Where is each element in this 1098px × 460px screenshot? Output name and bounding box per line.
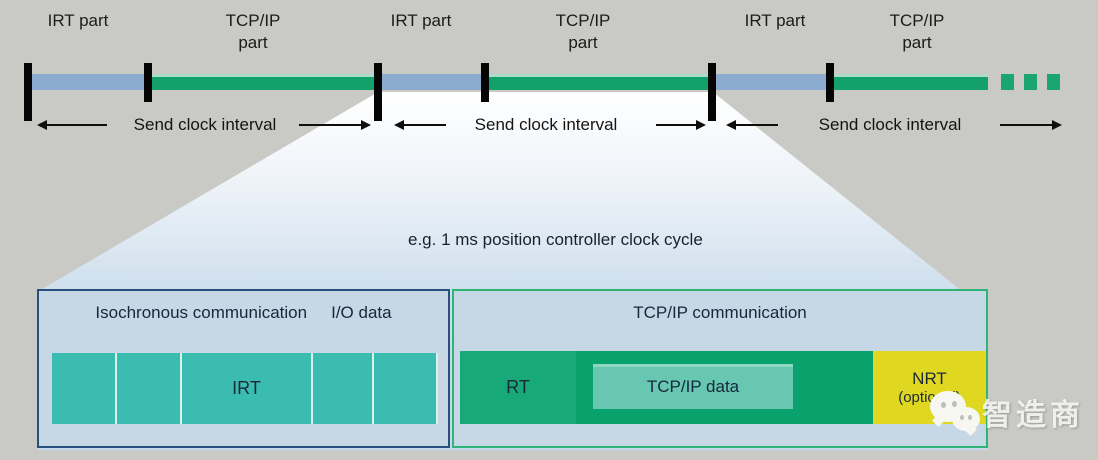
irt-part-label: IRT part [390, 11, 452, 30]
tcpip-part-line2: part [238, 33, 268, 52]
irt-cell [117, 353, 180, 424]
irt-cell [52, 353, 115, 424]
wechat-icon-eye [960, 415, 964, 420]
clock-cycle-note: e.g. 1 ms position controller clock cycl… [408, 230, 703, 249]
watermark-text: 智造商 [982, 399, 1084, 432]
tcpip-part-line2: part [568, 33, 598, 52]
continuation-dash-icon [1024, 74, 1037, 90]
part-boundary-tick [144, 63, 152, 102]
tcpip-bar-segment-2 [484, 74, 709, 90]
part-boundary-tick [481, 63, 489, 102]
irt-bar-segment-2 [382, 74, 484, 90]
irt-cell [313, 353, 372, 424]
tcpip-communication-box: TCP/IP communication RT TCP/IP data NRT … [452, 289, 988, 448]
isochronous-communication-box: Isochronous communication I/O data IRT [37, 289, 450, 448]
arrow-left-icon [394, 120, 446, 130]
irt-frame-cells: IRT [52, 353, 438, 424]
send-clock-interval-label: Send clock interval [133, 115, 277, 134]
tcpip-part-label: TCP/IP part [556, 10, 611, 54]
isochronous-box-title: Isochronous communication I/O data [39, 303, 448, 323]
arrow-right-icon [656, 120, 706, 130]
interval-boundary-tick [374, 63, 382, 121]
irt-cell-labeled: IRT [182, 353, 311, 424]
interval-boundary-tick [708, 63, 716, 121]
irt-bar-segment-3 [716, 74, 828, 90]
rt-segment: RT [460, 351, 576, 424]
irt-label: IRT [232, 378, 261, 398]
tcpip-phase-bar: RT TCP/IP data NRT (optional) [460, 351, 986, 424]
part-boundary-tick [826, 63, 834, 102]
continuation-dash-icon [1001, 74, 1014, 90]
send-clock-interval-label: Send clock interval [474, 115, 618, 134]
tcpip-part-line2: part [902, 33, 932, 52]
wechat-icon-eye [941, 402, 946, 408]
tcpip-bar-segment-1 [148, 74, 376, 90]
tcpip-part-label: TCP/IP part [890, 10, 945, 54]
io-data-title-text: I/O data [331, 303, 392, 322]
watermark: 智造商 [928, 388, 1098, 440]
interval-boundary-tick [24, 63, 32, 121]
arrow-left-icon [726, 120, 778, 130]
wechat-icon-eye [952, 401, 957, 407]
tcpip-box-title: TCP/IP communication [633, 303, 807, 322]
wechat-icon-eye [968, 415, 972, 420]
nrt-label: NRT [912, 369, 947, 388]
arrow-right-icon [1000, 120, 1062, 130]
irt-cell [374, 353, 436, 424]
send-clock-interval-label: Send clock interval [818, 115, 962, 134]
irt-part-label: IRT part [47, 11, 109, 30]
continuation-dash-icon [1047, 74, 1060, 90]
irt-part-label: IRT part [744, 11, 806, 30]
arrow-right-icon [299, 120, 371, 130]
tcpip-part-line1: TCP/IP [889, 11, 945, 30]
tcpip-data-block: TCP/IP data [593, 364, 793, 409]
arrow-left-icon [37, 120, 107, 130]
irt-bar-segment-1 [30, 74, 145, 90]
wechat-icon-small-bubble [952, 407, 980, 431]
tcpip-bar-segment-3 [830, 74, 988, 90]
tcpip-segment: TCP/IP data [576, 351, 873, 424]
tcpip-part-label: TCP/IP part [226, 10, 281, 54]
tcpip-part-line1: TCP/IP [555, 11, 611, 30]
isochronous-title-text: Isochronous communication [95, 303, 308, 322]
tcpip-part-line1: TCP/IP [225, 11, 281, 30]
